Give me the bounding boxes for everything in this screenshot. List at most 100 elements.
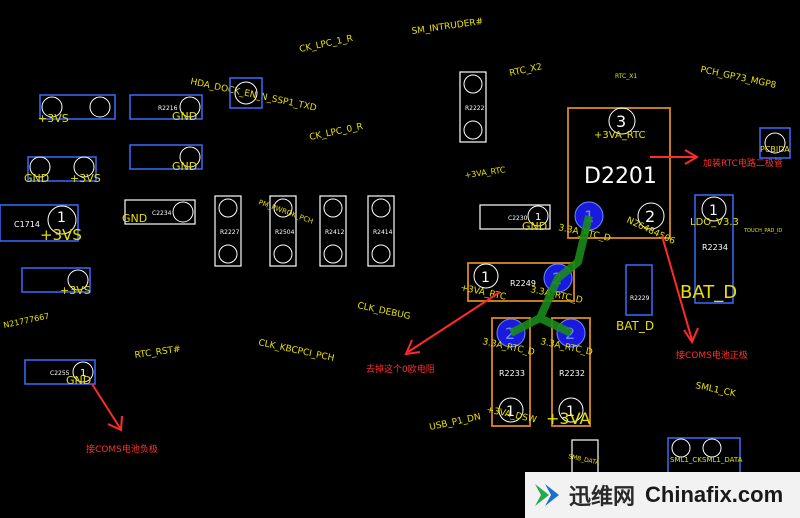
arrowhead (684, 149, 699, 165)
svg-text:R2504: R2504 (275, 229, 295, 236)
r2233-pin1: 1 (506, 404, 515, 420)
svg-text:R2227: R2227 (220, 229, 240, 236)
chinafix-logo-icon (535, 484, 559, 506)
net-gnd-c: GND (24, 172, 49, 185)
ref-C2230: C2230 (508, 215, 528, 222)
component-R2232 (551, 317, 591, 427)
watermark: 迅维网 Chinafix.com (525, 472, 800, 518)
arrowhead (683, 327, 699, 345)
pin-C2255-1: 1 (80, 368, 86, 379)
note-remove-res: 去掉这个0欧电阻 (366, 363, 435, 375)
pin-circle (764, 132, 786, 154)
net-pch-gp73: PCH_GP73_MGP8 (699, 65, 777, 91)
arrow-coms-neg (91, 383, 121, 429)
r2234-ref: R2234 (702, 243, 728, 252)
component-C2230 (479, 204, 551, 230)
note-rtc-diode: 加装RTC电路二极管 (703, 157, 783, 169)
r2233-pin2: 2 (505, 324, 515, 343)
net-3va-rtc-small: +3VA_RTC (464, 165, 506, 180)
net-touch-pad: TOUCH_PAD_ID (743, 228, 782, 234)
r2232-net-bot: +3VA (546, 409, 591, 428)
pin-circle (29, 156, 51, 178)
d2201-pin2-circle (637, 202, 665, 230)
component-left-top (39, 94, 116, 120)
r2234-pin1: 1 (709, 203, 718, 219)
d2201-ref: D2201 (584, 164, 657, 189)
note-coms-neg: 接COMS电池负极 (86, 443, 158, 455)
r2232-ref: R2232 (559, 369, 585, 378)
net-gnd-d: GND (122, 212, 147, 225)
net-3vs-c: +3VS (60, 284, 91, 297)
component-C1714 (0, 204, 79, 242)
net-ck-lpc-1: CK_LPC_1_R (299, 34, 354, 55)
r2229-net: BAT_D (616, 319, 654, 333)
net-3vs-a: +3VS (38, 112, 69, 125)
r2249-pin1-circle (473, 263, 499, 289)
svg-text:R2222: R2222 (465, 105, 485, 112)
r2233-ref: R2233 (499, 369, 525, 378)
component-left-mid (129, 144, 203, 170)
component-R2216 (129, 94, 203, 120)
component-R2412: R2412 (319, 195, 347, 267)
net-pcbida: PCBIDA (760, 145, 790, 154)
net-rtc-x2: RTC_X2 (509, 62, 544, 79)
component-C2234 (124, 199, 196, 225)
watermark-cn: 迅维网 (569, 484, 636, 509)
green-trace (509, 215, 593, 337)
pin-circle (72, 361, 94, 383)
svg-text:R2414: R2414 (373, 229, 393, 236)
r2249-pin1: 1 (481, 270, 490, 286)
net-sml1-ck-b: SML1_CK (670, 456, 702, 464)
net-C2230: GND (522, 220, 547, 233)
pin-circle (172, 201, 194, 223)
component-left-3 (21, 267, 91, 293)
d2201-net3: +3VA_RTC (594, 130, 646, 141)
component-R2222: R2222 (459, 71, 487, 143)
net-3vs-b: +3VS (70, 172, 101, 185)
component-R2227: R2227 (214, 195, 242, 267)
pin-circle (47, 205, 77, 235)
component-R2504: R2504 (269, 195, 297, 267)
arrowhead (404, 339, 421, 356)
arrowhead (107, 415, 123, 432)
r2234-pin1-circle (701, 196, 727, 222)
net-ck-lpc-0: CK_LPC_0_R (309, 122, 364, 143)
component-R2249 (467, 262, 575, 302)
component-R2414: R2414 (367, 195, 395, 267)
ref-R2216: R2216 (158, 105, 178, 112)
r2229-ref: R2229 (630, 295, 650, 302)
arrow-remove-res (407, 291, 501, 353)
r2233-pin1-circle (498, 397, 524, 423)
net-gnd-b: GND (172, 160, 197, 173)
net-sml1-ck: SML1_CK (694, 381, 737, 400)
pin-circle (702, 438, 722, 458)
pin-circle (73, 156, 95, 178)
net-rtc-x1: RTC_X1 (615, 73, 637, 80)
pin-circle (89, 96, 111, 118)
pin-circle (527, 205, 549, 227)
note-coms-pos: 接COMS电池正极 (676, 349, 748, 361)
r2232-pin1: 1 (566, 404, 575, 420)
net-clk-kbcpci: CLK_KBCPCI_PCH (257, 338, 335, 364)
d2201-pin3: 3 (616, 112, 626, 131)
pin-circle (179, 96, 201, 118)
net-sm-intruder: SM_INTRUDER# (411, 17, 484, 37)
pin-circle (234, 81, 258, 105)
net-n21777667: N21777667 (3, 311, 51, 330)
component-left-2 (27, 156, 97, 182)
svg-text:R2412: R2412 (325, 229, 345, 236)
component-R2234 (694, 194, 734, 304)
d2201-pin3-circle (608, 107, 636, 135)
r2249-ref: R2249 (510, 279, 536, 288)
net-C2255: GND (66, 374, 91, 387)
component-R2233 (491, 317, 531, 427)
d2201-pin2: 2 (645, 207, 655, 226)
watermark-en: Chinafix.com (645, 482, 784, 507)
component-R2229 (625, 264, 653, 316)
net-clk-debug: CLK_DEBUG (356, 301, 411, 322)
net-C1714: +3VS (40, 226, 82, 244)
pin-circle (179, 146, 201, 168)
component-right-edge (759, 127, 791, 159)
